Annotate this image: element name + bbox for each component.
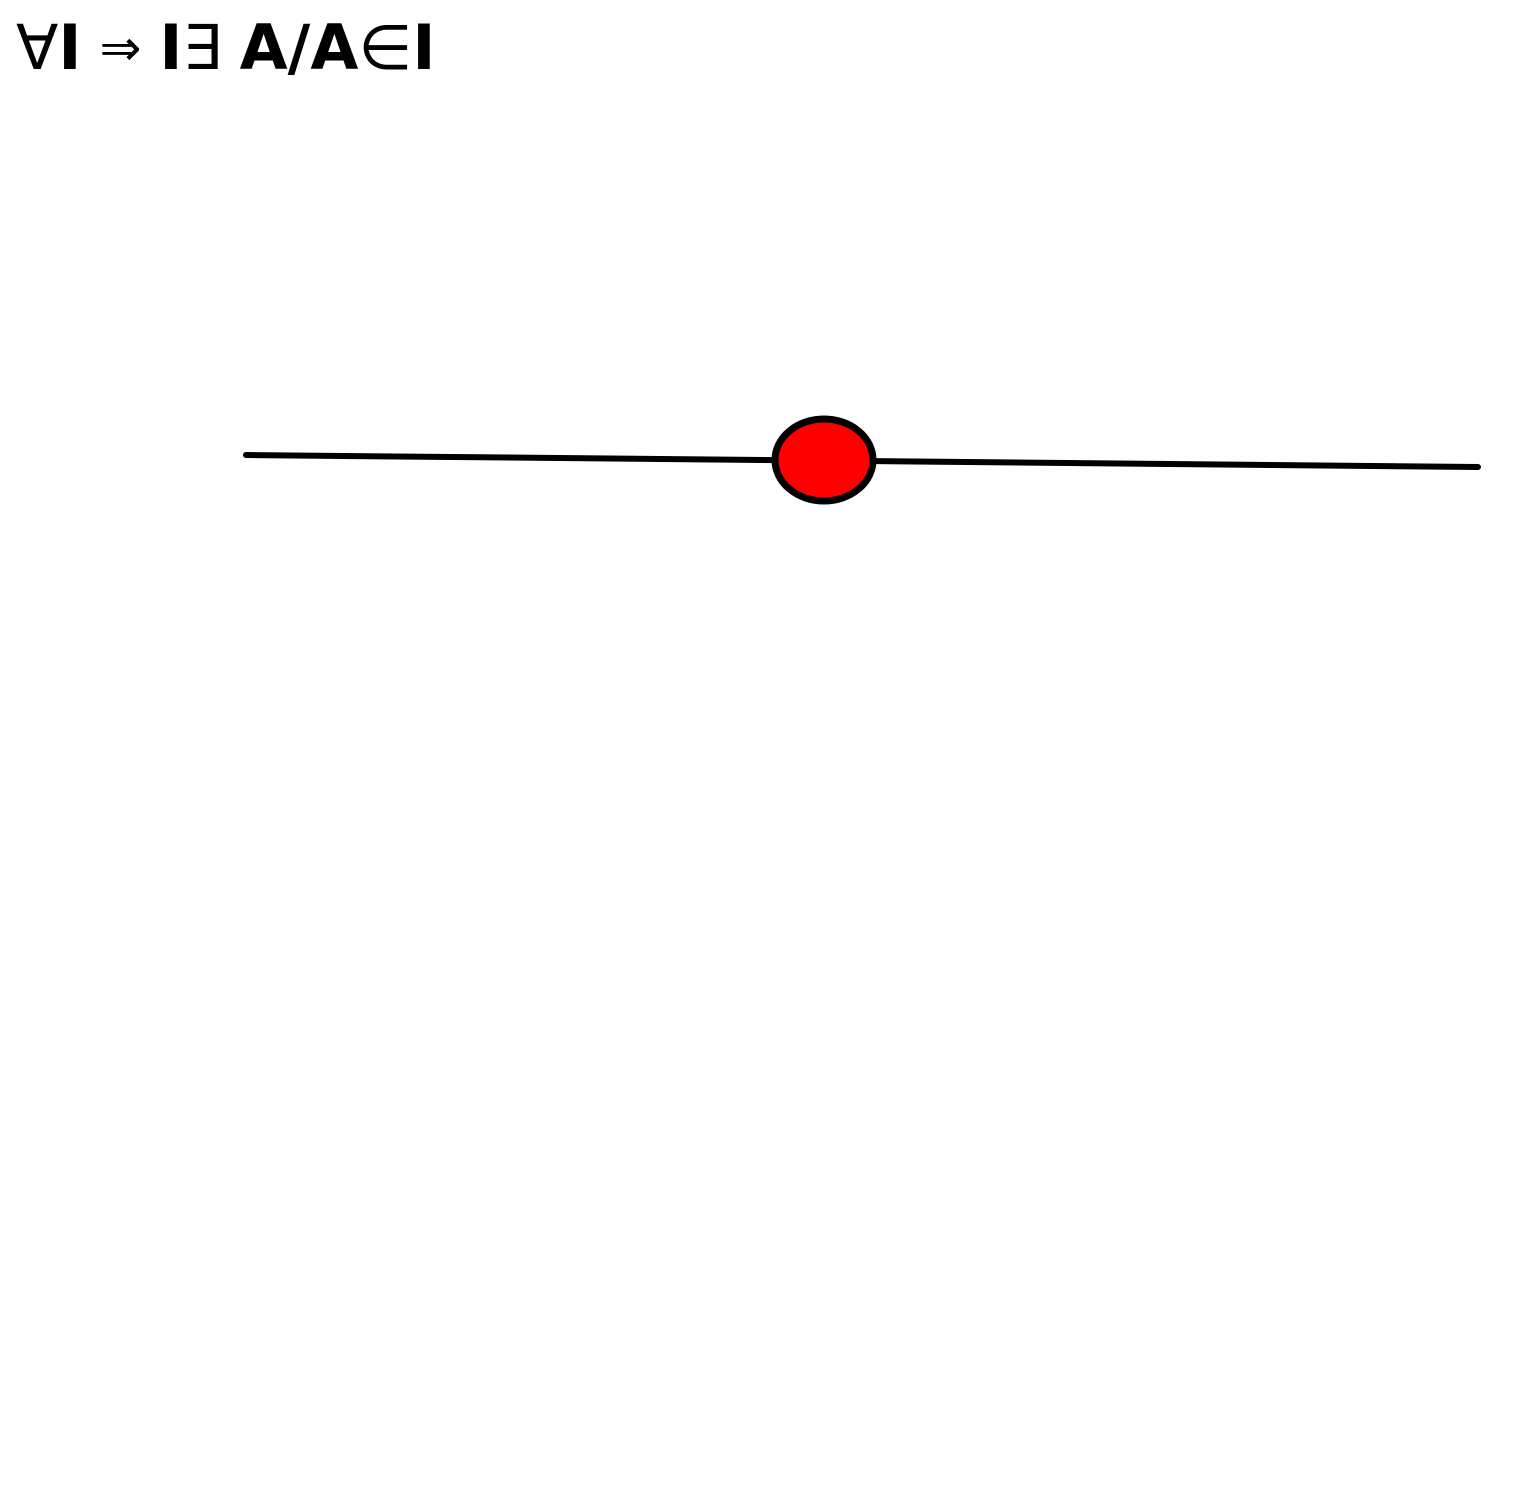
- implies-symbol: ⇒: [99, 19, 142, 77]
- slash-symbol: /: [287, 11, 311, 84]
- element-of-symbol: ∈: [358, 11, 413, 84]
- point-a[interactable]: [771, 415, 877, 505]
- set-i-label: I: [159, 11, 183, 84]
- point-a-label: A: [239, 11, 288, 84]
- set-i-label: I: [412, 11, 436, 84]
- forall-symbol: ∀: [16, 11, 59, 84]
- exists-symbol: ∃: [182, 11, 222, 84]
- point-a-label: A: [310, 11, 359, 84]
- set-i-label: I: [58, 11, 82, 84]
- formula: ∀ I ⇒ I ∃ A / A ∈ I: [16, 8, 435, 88]
